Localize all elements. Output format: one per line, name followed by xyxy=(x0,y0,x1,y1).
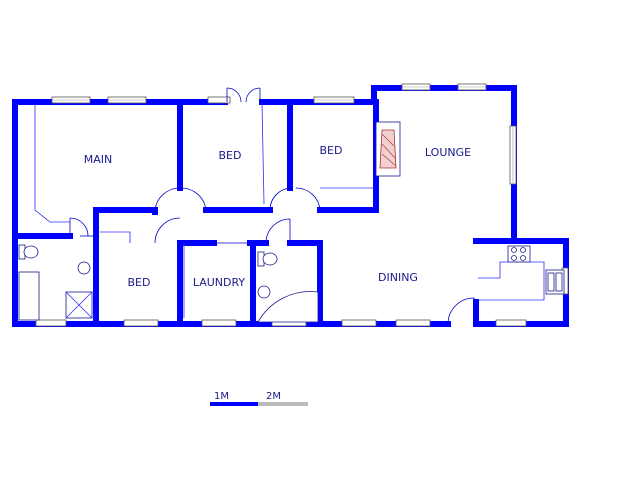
window-kitchen-1 xyxy=(495,319,527,327)
window-bath-south xyxy=(35,319,67,327)
bath-tub xyxy=(18,271,40,321)
room-label-bed1: BED xyxy=(219,149,242,162)
door-main xyxy=(69,217,89,237)
kitchen-counter xyxy=(478,261,545,301)
wall-wc-north-b xyxy=(287,240,323,327)
room-label-laundry: LAUNDRY xyxy=(193,276,246,289)
windows xyxy=(35,83,569,327)
scale-label-2m: 2M xyxy=(266,391,281,402)
room-label-bed2: BED xyxy=(320,144,343,157)
window-dining-1 xyxy=(341,319,377,327)
toilet-bath xyxy=(23,245,39,259)
room-label-bed3: BED xyxy=(128,276,151,289)
main-cupboard xyxy=(34,104,70,223)
basin-bath xyxy=(77,261,91,275)
door-bed2 xyxy=(269,187,321,211)
door-kitchen xyxy=(447,297,475,325)
toilet-wc xyxy=(262,252,278,266)
door-wc xyxy=(265,218,291,244)
doors xyxy=(69,87,475,325)
window-bed3-south xyxy=(123,319,159,327)
interior-walls xyxy=(12,99,379,327)
room-labels: MAIN BED BED LOUNGE BED LAUNDRY DINING xyxy=(84,144,471,289)
door-entry-double xyxy=(226,87,261,103)
room-label-dining: DINING xyxy=(378,271,418,284)
window-laundry-south xyxy=(201,319,237,327)
room-label-main: MAIN xyxy=(84,153,113,166)
window-dining-2 xyxy=(395,319,431,327)
scale-bar: 1M 2M xyxy=(210,391,308,406)
door-bed1 xyxy=(154,187,207,211)
door-bed3 xyxy=(154,217,181,244)
scale-label-1m: 1M xyxy=(214,391,229,402)
room-label-lounge: LOUNGE xyxy=(425,146,471,159)
fixtures xyxy=(18,104,565,323)
shower-wc xyxy=(257,291,319,323)
wall-kitchen xyxy=(473,238,569,327)
bed3-cupboard xyxy=(100,231,131,243)
stove xyxy=(507,245,531,263)
basin-wc xyxy=(257,285,271,299)
window-bed1 xyxy=(207,96,231,104)
